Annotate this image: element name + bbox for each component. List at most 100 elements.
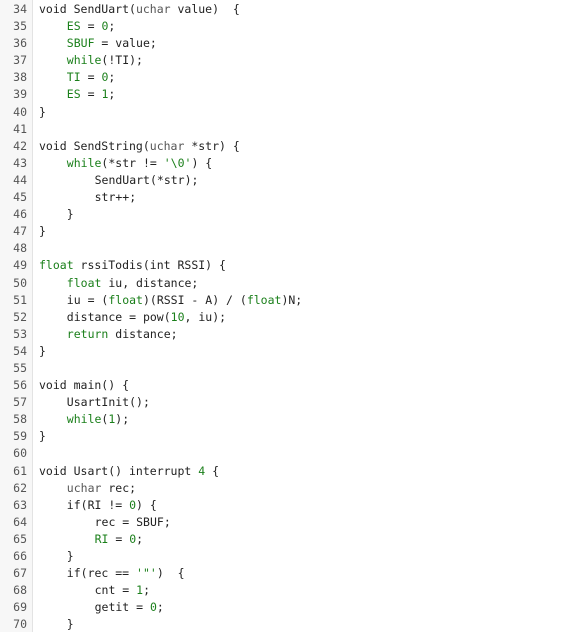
code-token: (!TI);	[101, 53, 143, 68]
code-line[interactable]: 41	[0, 121, 561, 138]
code-token: 1	[136, 583, 144, 598]
line-number: 59	[13, 429, 27, 444]
code-text: while(*str != '\0') {	[39, 155, 212, 172]
code-line[interactable]: 40}	[0, 104, 561, 121]
line-number: 42	[13, 138, 27, 153]
line-number: 69	[13, 600, 27, 615]
code-line[interactable]: 54}	[0, 343, 561, 360]
code-text: TI = 0;	[39, 69, 116, 86]
line-number: 35	[13, 19, 27, 34]
line-number: 43	[13, 155, 27, 170]
code-text: }	[39, 428, 46, 445]
code-token: if(rec ==	[66, 566, 137, 581]
code-text: RI = 0;	[39, 531, 144, 548]
code-token: void Usart() interrupt	[39, 463, 199, 478]
line-number: 70	[13, 617, 27, 632]
code-token: =	[80, 70, 102, 85]
code-token: ;	[108, 87, 116, 102]
code-line[interactable]: 49 float rssiTodis(int RSSI) {	[0, 257, 561, 274]
code-line[interactable]: 70}	[0, 616, 561, 632]
code-text: }	[39, 548, 74, 565]
code-line[interactable]: 47}	[0, 223, 561, 240]
code-token: rssiTodis(int RSSI) {	[73, 258, 226, 273]
line-number: 50	[13, 275, 27, 290]
code-text: }	[39, 616, 74, 632]
code-line[interactable]: 58 while(1);	[0, 411, 561, 428]
line-number: 54	[13, 343, 27, 358]
code-text: if(rec == '"') {	[39, 565, 185, 582]
line-number: 40	[13, 104, 27, 119]
code-text: rec = SBUF;	[39, 514, 171, 531]
code-text: while(!TI);	[39, 52, 143, 69]
code-line[interactable]: 50 float iu, distance;	[0, 275, 561, 292]
line-number: 45	[13, 190, 27, 205]
code-token: void SendUart(	[39, 2, 136, 16]
code-text: float iu, distance;	[39, 275, 199, 292]
code-token: = value;	[94, 36, 157, 51]
code-token: 0	[101, 19, 109, 34]
code-line[interactable]: 55	[0, 360, 561, 377]
code-text: while(1);	[39, 411, 129, 428]
code-text: void Usart() interrupt 4 {	[39, 463, 219, 480]
code-token: }	[66, 549, 74, 563]
code-token: ;	[108, 70, 116, 85]
code-token: )(RSSI - A) / (	[142, 292, 247, 307]
code-token: ) {	[191, 155, 213, 170]
code-token: void SendString(	[39, 138, 150, 153]
line-number: 41	[13, 121, 27, 136]
line-number: 49	[13, 258, 27, 273]
code-line[interactable]: 48	[0, 240, 561, 257]
code-token: }	[66, 617, 74, 632]
code-line[interactable]: 63 if(RI != 0) {	[0, 497, 561, 514]
line-number: 62	[13, 480, 27, 495]
code-text: SBUF = value;	[39, 35, 157, 52]
code-token: ;	[108, 19, 116, 34]
code-text: return distance;	[39, 326, 178, 343]
code-token: cnt =	[94, 583, 137, 598]
line-number: 47	[13, 224, 27, 239]
code-token: ) {	[136, 497, 157, 512]
code-text: if(RI != 0) {	[39, 497, 157, 514]
line-number: 36	[13, 36, 27, 51]
code-text: float rssiTodis(int RSSI) {	[39, 257, 226, 274]
line-number: 55	[13, 360, 27, 375]
code-token: float	[39, 258, 74, 273]
code-line[interactable]: 36 SBUF = value;	[0, 35, 561, 52]
code-token: return	[66, 326, 109, 341]
code-token: while	[66, 53, 102, 68]
code-token: ;	[136, 531, 144, 546]
code-text: UsartInit();	[39, 394, 150, 411]
line-number: 58	[13, 412, 27, 427]
line-number-gutter	[0, 0, 33, 632]
code-line[interactable]: 59}	[0, 428, 561, 445]
code-line[interactable]: 43 while(*str != '\0') {	[0, 155, 561, 172]
code-line[interactable]: 66}	[0, 548, 561, 565]
code-text: }	[39, 206, 74, 223]
code-token: float	[108, 292, 143, 307]
line-number: 63	[13, 497, 27, 512]
code-line[interactable]: 46}	[0, 206, 561, 223]
code-line[interactable]: 60	[0, 445, 561, 462]
code-token: 1	[108, 412, 116, 427]
